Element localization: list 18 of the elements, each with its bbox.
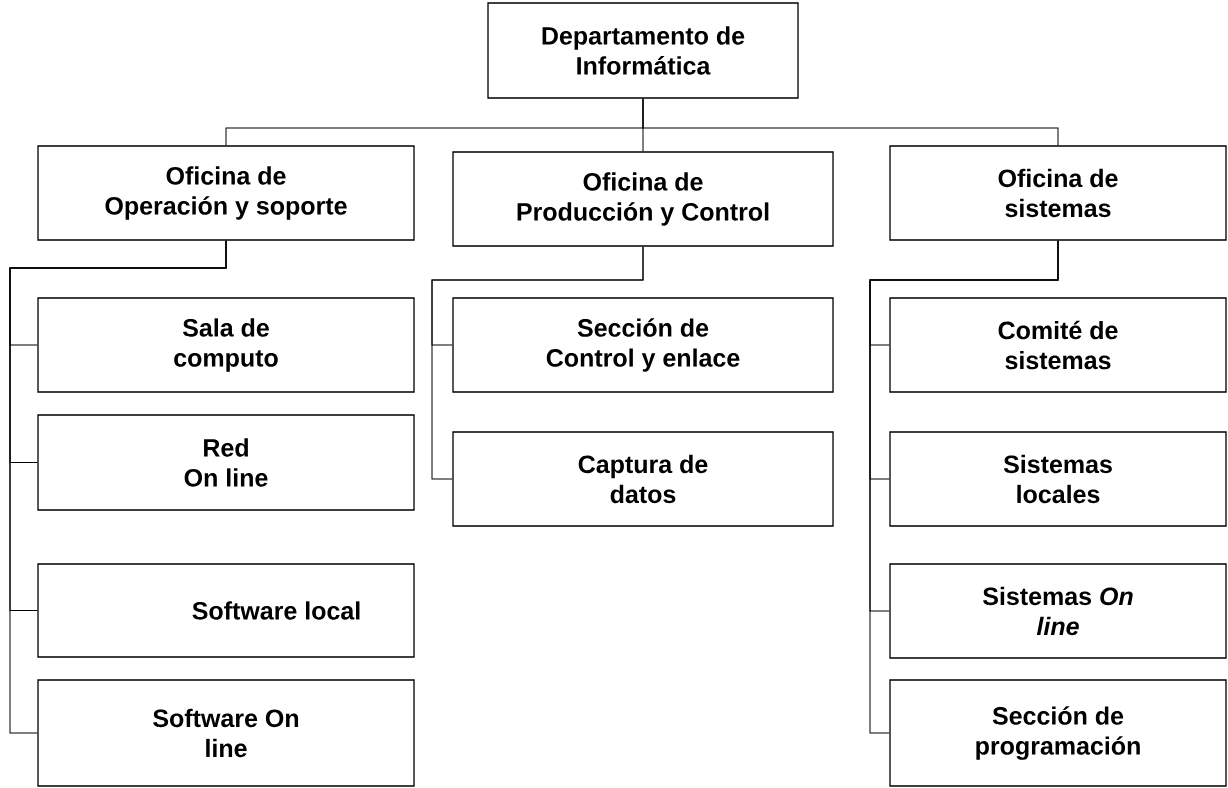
org-box: Sistemas On line [889,563,1227,659]
org-box: Red On line [37,414,415,511]
org-box: Oficina de Operación y soporte [37,145,415,241]
connector-line [869,240,1059,734]
org-box: Comité de sistemas [889,297,1227,393]
org-box: Software local [37,563,415,658]
org-box: Oficina de sistemas [889,145,1227,241]
org-box: Captura de datos [452,431,834,527]
connector-line [642,98,1059,146]
org-box: Software On line [37,679,415,787]
connector-line [431,246,644,480]
org-box: Sistemas locales [889,431,1227,527]
org-box: Oficina de Producción y Control [452,151,834,247]
org-box: Sala de computo [37,297,415,393]
org-box: Sección de programación [889,679,1227,787]
connector-line [9,240,227,734]
org-box: Sección de Control y enlace [452,297,834,393]
org-box: Departamento de Informática [487,2,799,99]
